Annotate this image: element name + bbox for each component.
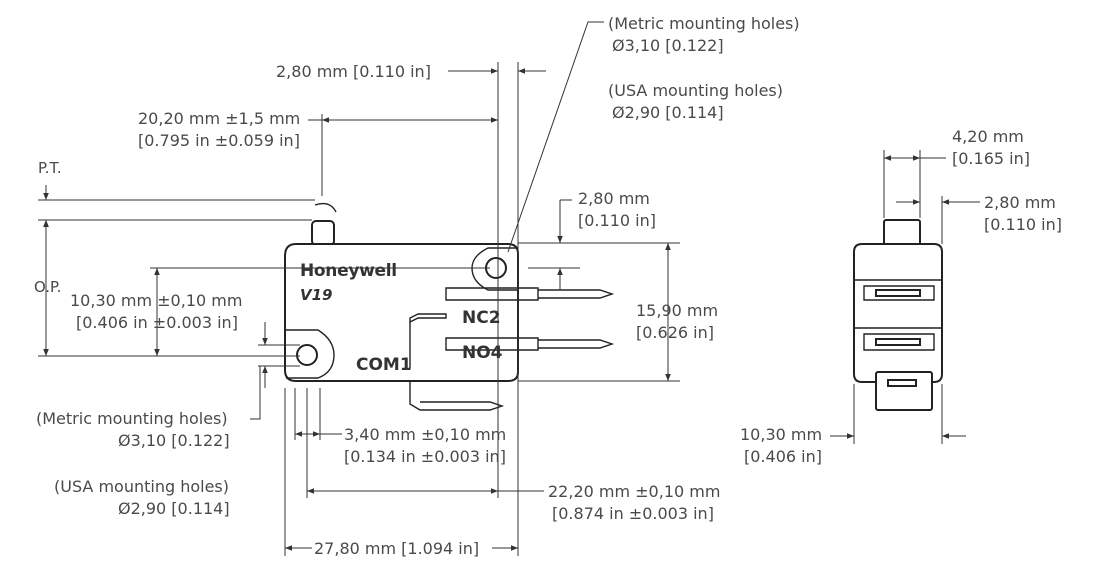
pt-label: P.T. [38,159,62,177]
dim-hole-spacing-v-2: [0.406 in ±0.003 in] [76,313,238,332]
dim-hole-spacing-v-1: 10,30 mm ±0,10 mm [70,291,242,310]
dim-side-depth-1: 10,30 mm [740,425,822,444]
dim-height-1: 15,90 mm [636,301,718,320]
terminal-detail [409,313,447,324]
bottom-metric-holes-2: Ø3,10 [0.122] [118,431,230,450]
front-view-dimensions: 2,80 mm [0.110 in] 20,20 mm ±1,5 mm [0.7… [34,14,800,558]
top-usa-holes-1: (USA mounting holes) [608,81,783,100]
lever-tip [314,202,337,213]
side-terminal-no-blade [875,338,921,346]
dim-pt-2: [0.795 in ±0.059 in] [138,131,300,150]
dim-hole-edge-2: [0.134 in ±0.003 in] [344,447,506,466]
side-body [853,243,943,383]
com-terminal [409,381,505,411]
dim-hole-offset-2: [0.110 in] [578,211,656,230]
left-mounting-hole [296,344,318,366]
dim-hole-offset-1: 2,80 mm [578,189,650,208]
dim-length: 27,80 mm [1.094 in] [314,539,479,558]
side-terminal-nc [863,285,935,301]
brand-logo: Honeywell [300,261,397,281]
side-view [853,219,943,411]
front-view: Honeywell V19 NC2 NO4 COM1 [284,202,615,411]
top-metric-holes-2: Ø3,10 [0.122] [612,36,724,55]
side-view-dimensions: 4,20 mm [0.165 in] 2,80 mm [0.110 in] 10… [740,127,1062,466]
nc-terminal [445,287,615,301]
top-usa-holes-2: Ø2,90 [0.114] [612,103,724,122]
dim-side-width-1: 4,20 mm [952,127,1024,146]
op-label: O.P. [34,278,61,296]
dim-side-depth-2: [0.406 in] [744,447,822,466]
bottom-usa-holes-2: Ø2,90 [0.114] [118,499,230,518]
com-label: COM1 [356,355,412,375]
model-label: V19 [300,286,332,304]
side-plunger [883,219,921,247]
nc-label: NC2 [462,308,501,328]
dim-height-2: [0.626 in] [636,323,714,342]
plunger [311,220,335,246]
dim-pt-1: 20,20 mm ±1,5 mm [138,109,300,128]
no-label: NO4 [462,343,503,363]
bottom-usa-holes-1: (USA mounting holes) [54,477,229,496]
bottom-metric-holes-1: (Metric mounting holes) [36,409,228,428]
dim-side-term-1: 2,80 mm [984,193,1056,212]
side-com-blade [887,379,917,387]
left-hole-boss [286,329,335,379]
dim-side-width-2: [0.165 in] [952,149,1030,168]
side-com-terminal [875,371,933,411]
no-terminal [445,337,615,351]
dim-hole-spacing-h-2: [0.874 in ±0.003 in] [552,504,714,523]
dim-lever-offset: 2,80 mm [0.110 in] [276,62,431,81]
dim-side-term-2: [0.110 in] [984,215,1062,234]
top-metric-holes-1: (Metric mounting holes) [608,14,800,33]
dim-hole-spacing-h-1: 22,20 mm ±0,10 mm [548,482,720,501]
dim-hole-edge-1: 3,40 mm ±0,10 mm [344,425,506,444]
side-terminal-no [863,333,935,351]
side-terminal-nc-blade [875,289,921,297]
